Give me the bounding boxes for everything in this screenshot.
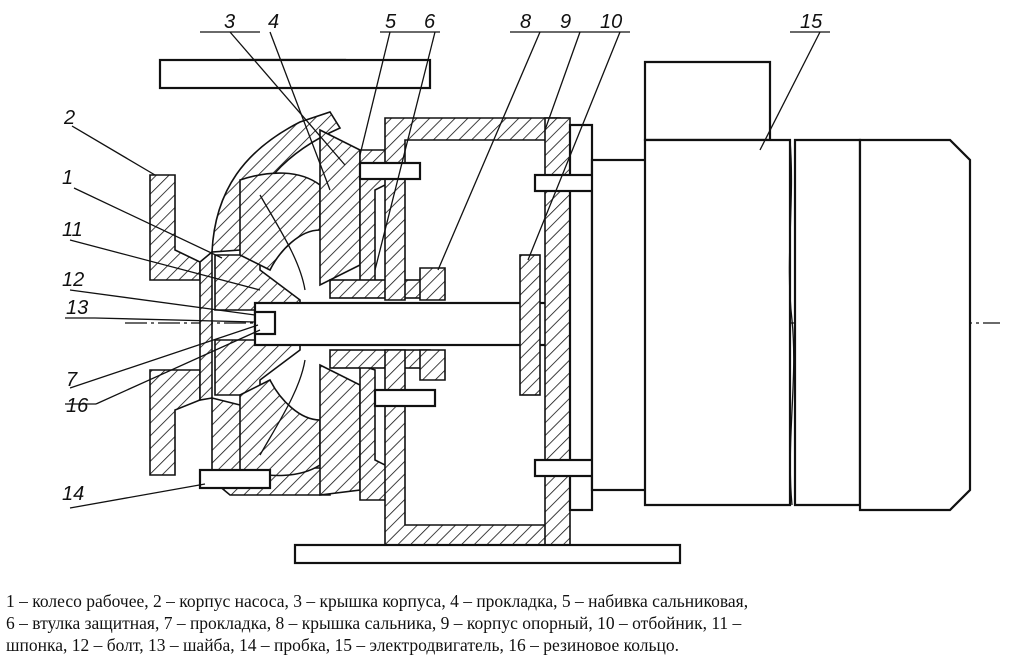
- label-15: 15: [800, 11, 823, 33]
- label-1: 1: [62, 167, 73, 189]
- label-11: 11: [62, 219, 83, 241]
- outlet-flange: [158, 58, 432, 90]
- gland-packing: [329, 279, 431, 299]
- label-13: 13: [66, 297, 88, 319]
- label-8: 8: [520, 11, 531, 33]
- electric-motor: [590, 60, 972, 512]
- figure-caption: 1 – колесо рабочее, 2 – корпус насоса, 3…: [6, 590, 1026, 656]
- label-5: 5: [385, 11, 397, 33]
- label-3: 3: [224, 11, 235, 33]
- gland-packing-lower: [329, 349, 431, 369]
- base-foot: [293, 543, 682, 565]
- leader-lines: [65, 31, 830, 509]
- label-16: 16: [66, 395, 89, 417]
- deflector: [519, 254, 541, 396]
- gland-cover: [419, 267, 446, 301]
- label-10: 10: [600, 11, 622, 33]
- label-7: 7: [66, 369, 78, 391]
- label-12: 12: [62, 269, 84, 291]
- caption-line-1: 1 – колесо рабочее, 2 – корпус насоса, 3…: [6, 591, 749, 611]
- bolt-12: [253, 310, 277, 336]
- bearing-housing: [293, 117, 682, 565]
- label-4: 4: [268, 11, 279, 33]
- label-9: 9: [560, 11, 571, 33]
- label-14: 14: [62, 483, 84, 505]
- part-labels: 1 2 3 4 5 6 7 8 9 10 11 12 13 14 15 16: [62, 11, 823, 505]
- impeller: [214, 172, 321, 477]
- bolts: [198, 161, 607, 490]
- pump-section-drawing: 1 2 3 4 5 6 7 8 9 10 11 12 13 14 15 16: [62, 11, 1000, 565]
- plug-14: [198, 468, 272, 490]
- caption-line-3: шпонка, 12 – болт, 13 – шайба, 14 – проб…: [6, 635, 679, 655]
- label-2: 2: [63, 107, 75, 129]
- label-6: 6: [424, 11, 436, 33]
- caption-line-2: 6 – втулка защитная, 7 – прокладка, 8 – …: [6, 613, 742, 633]
